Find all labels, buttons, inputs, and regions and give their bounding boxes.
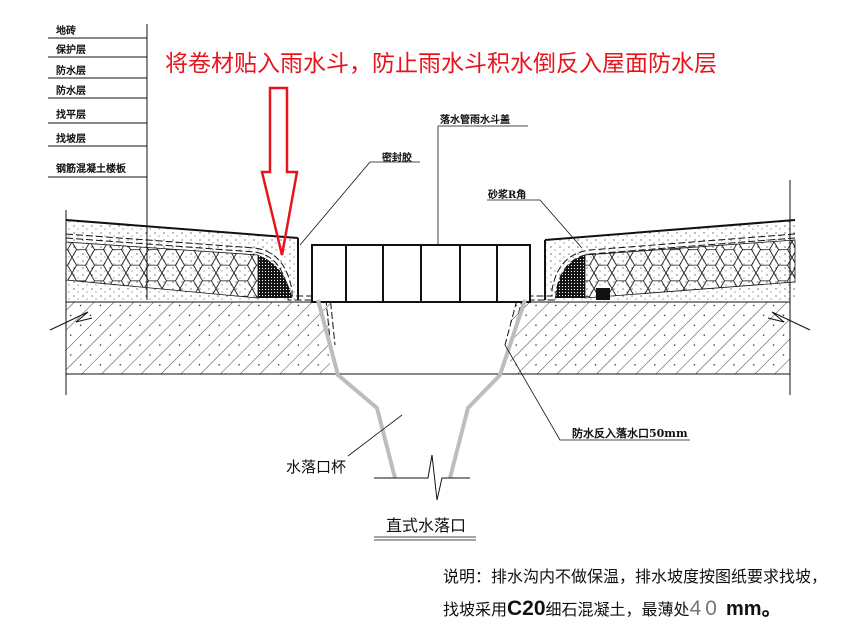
note-line-2: 找坡采用C20细石混凝土，最薄处40 mm。 [443, 592, 782, 621]
red-arrow-icon [260, 86, 299, 256]
outlet-title: 直式水落口 [386, 516, 467, 535]
layer-label: 找坡层 [56, 134, 86, 145]
note-line-1: 说明：排水沟内不做保温，排水坡度按图纸要求找坡， [443, 567, 828, 586]
grate-cover-label: 落水管雨水斗盖 [440, 115, 510, 126]
break-line [374, 454, 470, 501]
right-roof-layers [504, 219, 796, 351]
headline-annotation: 将卷材贴入雨水斗，防止雨水斗积水倒反入屋面防水层 [165, 51, 717, 77]
drain-grate [311, 244, 531, 303]
outlet-cup [316, 299, 527, 479]
note-text: 细石混凝土，最薄处 [545, 600, 690, 619]
waterproof-turn-label: 防水反入落水口50mm [572, 427, 688, 440]
mortar-corner-label: 砂浆R角 [488, 190, 527, 201]
layer-label: 地砖 [56, 26, 76, 37]
note-text: 找坡采用 [443, 600, 508, 619]
sealant-label: 密封胶 [382, 153, 412, 164]
note-thickness: 40 [689, 597, 721, 620]
note-grade: C20 [507, 597, 546, 620]
layer-label: 防水层 [56, 66, 86, 77]
note-unit: mm。 [726, 598, 782, 620]
layer-label: 钢筋混凝土楼板 [56, 164, 126, 175]
layer-label: 保护层 [56, 45, 86, 56]
outlet-cup-label: 水落口杯 [286, 458, 347, 476]
layer-label: 防水层 [56, 86, 86, 97]
left-roof-layers [65, 219, 336, 351]
layer-label: 找平层 [56, 110, 86, 121]
